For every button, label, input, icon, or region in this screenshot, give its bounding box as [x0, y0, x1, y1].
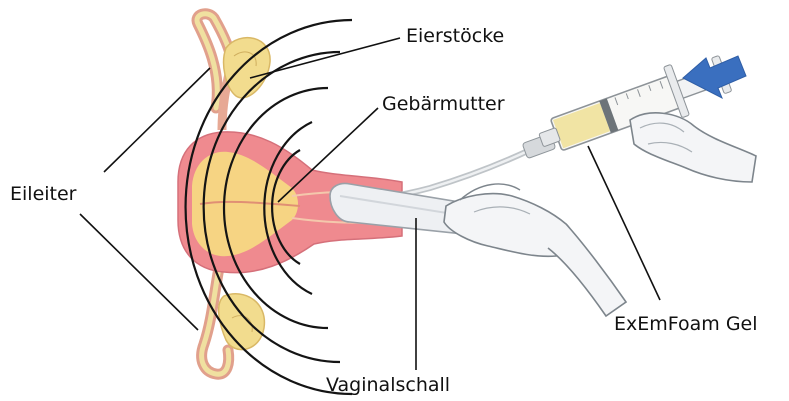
syringe-hand — [630, 113, 756, 182]
label-uterus: Gebärmutter — [382, 93, 505, 115]
label-ultrasound: Vaginalschall — [326, 374, 450, 396]
label-fallopian-tubes: Eileiter — [10, 183, 77, 205]
probe-hand — [444, 184, 626, 316]
upper-ovary — [224, 38, 270, 98]
label-gel: ExEmFoam Gel — [614, 313, 758, 335]
leader-ovaries — [250, 38, 400, 78]
label-ovaries: Eierstöcke — [406, 25, 504, 47]
lower-ovary — [219, 294, 265, 350]
